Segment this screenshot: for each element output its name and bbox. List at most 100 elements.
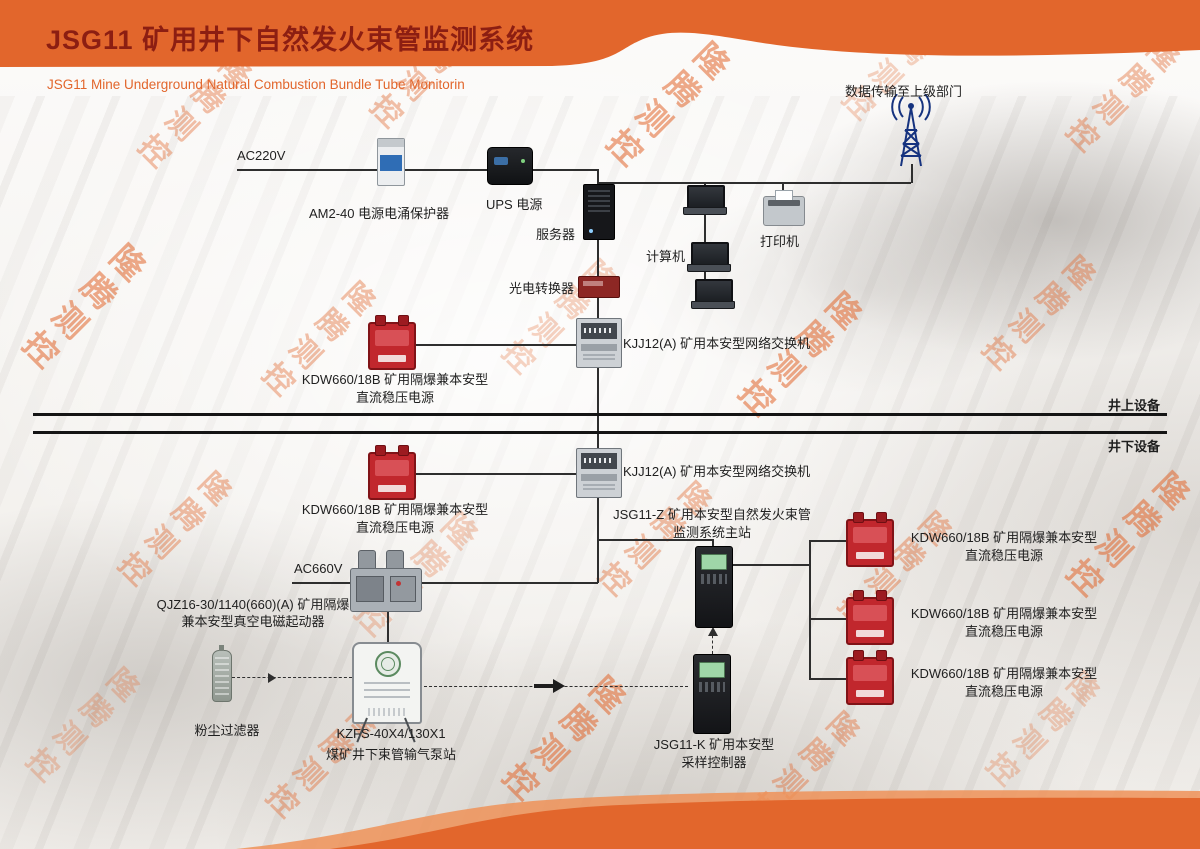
switch-mid [581,344,617,351]
header-band [0,0,1200,67]
computer-icon [683,185,727,215]
kdw-tag [856,552,884,559]
pec-label-strip [583,281,603,286]
label-surge-protector: AM2-40 电源电涌保护器 [309,206,450,221]
label-server: 服务器 [536,227,576,242]
label-surface-equipment: 井上设备 [1107,398,1160,413]
printer-lid [768,200,800,206]
starter-panel [390,576,416,602]
label-ups: UPS 电源 [486,197,543,212]
label-underground-equipment: 井下设备 [1107,439,1160,454]
line-right-trunk [809,540,811,680]
starter-panel [356,576,384,602]
arrow-flow-right-icon [268,673,276,683]
label-psu-right3-1: KDW660/18B 矿用隔爆兼本安型 [910,666,1098,681]
pump-grill [368,708,406,716]
label-psu-right2-2: 直流稳压电源 [964,624,1043,639]
divider-surface [33,413,1167,416]
arrow-gas-flow-icon [553,679,565,693]
antenna-icon [891,94,931,167]
station-keys [701,574,727,584]
kdw-face [853,527,887,543]
kdw-face [853,605,887,621]
ups-icon [487,147,533,185]
computer-icon [691,279,735,309]
sampling-controller-icon [693,654,731,734]
label-psu-right1-2: 直流稳压电源 [964,548,1043,563]
label-dust-filter: 粉尘过滤器 [194,723,260,738]
server-icon [583,184,615,240]
surge-cap [378,139,404,147]
server-led [589,229,593,233]
filter-ribs [215,657,229,695]
label-psu-right2-1: KDW660/18B 矿用隔爆兼本安型 [910,606,1098,621]
line-computers-drop [704,182,706,294]
label-ac660v: AC660V [294,561,343,576]
pump-text-lines [364,682,410,700]
label-ac220v: AC220V [237,148,286,163]
kdw-face [853,665,887,681]
switch-ports [584,458,614,463]
label-pump-2: 煤矿井下束管输气泵站 [325,747,456,762]
label-sampler-2: 采样控制器 [681,755,747,770]
page-subtitle: JSG11 Mine Underground Natural Combustio… [47,77,465,92]
network-switch-surface-icon [576,318,622,368]
arrow-gas-flow-stem [534,684,554,688]
line-ac660v [292,582,598,584]
label-switch-underground: KJJ12(A) 矿用本安型网络交换机 [623,464,811,479]
station-keys [699,682,725,692]
vacuum-starter-icon [350,550,422,612]
line-step-to-station [597,539,713,541]
switch-ports [584,328,614,333]
label-psu-underground-2: 直流稳压电源 [355,520,434,535]
dust-filter-icon [212,645,232,702]
label-psu-right1-1: KDW660/18B 矿用隔爆兼本安型 [910,530,1098,545]
pump-station-icon [352,642,422,724]
label-psu-right3-2: 直流稳压电源 [964,684,1043,699]
line-psu-switch-surface [412,344,576,346]
starter-indicator [396,581,401,586]
psu-surface-icon [368,315,416,370]
station-screen [699,662,725,678]
line-antenna-drop [911,164,913,183]
switch-mid [581,474,617,481]
surge-band [380,155,402,171]
psu-right-3-icon [846,650,894,705]
surge-protector-icon [377,138,405,186]
network-switch-underground-icon [576,448,622,498]
label-computer: 计算机 [646,249,686,264]
label-psu-underground-1: KDW660/18B 矿用隔爆兼本安型 [301,502,489,517]
kdw-face [375,330,409,346]
line-ac220v [237,169,598,171]
switch-text-lines [583,484,615,492]
label-switch-surface: KJJ12(A) 矿用本安型网络交换机 [623,336,811,351]
label-starter-1: QJZ16-30/1140(660)(A) 矿用隔爆 [156,597,350,612]
line-branch-psu3 [810,678,846,680]
label-sampler-1: JSG11-K 矿用本安型 [653,737,775,752]
label-converter: 光电转换器 [508,281,574,296]
main-station-icon [695,546,733,628]
kdw-face [375,460,409,476]
line-starter-pump [387,610,389,644]
label-starter-2: 兼本安型真空电磁起动器 [181,614,325,629]
arrow-up-icon [708,627,718,636]
line-step-down [712,539,714,547]
laptop-base [683,207,727,215]
pump-emblem [375,651,401,677]
server-vents [588,190,610,214]
line-branch-psu1 [810,540,846,542]
dash-station-sampler [712,630,713,654]
line-psu-switch-underground [412,473,576,475]
kdw-tag [378,355,406,362]
laptop-screen [687,185,725,210]
computer-icon [687,242,731,272]
divider-underground [33,431,1167,434]
label-psu-surface-1: KDW660/18B 矿用隔爆兼本安型 [301,372,489,387]
line-station-to-trunk [731,564,810,566]
label-uplink: 数据传输至上级部门 [845,84,963,99]
line-printer-drop [782,182,784,196]
station-screen [701,554,727,570]
line-top-right [598,182,911,184]
